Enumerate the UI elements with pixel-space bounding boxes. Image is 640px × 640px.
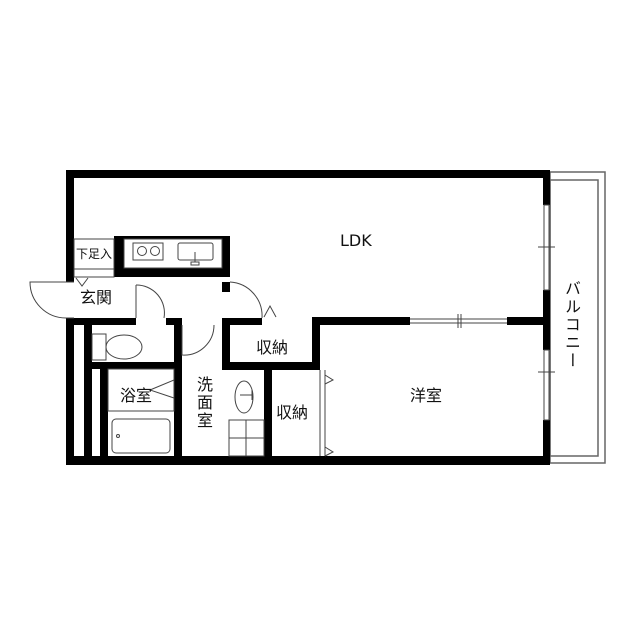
room-label-entrance: 玄関 <box>80 288 113 307</box>
room-label-washroom: 洗面室 <box>194 376 213 430</box>
room-label-storage-1: 収納 <box>256 338 289 357</box>
room-label-bathroom: 浴室 <box>120 386 153 405</box>
room-label-western-room: 洋室 <box>410 386 443 405</box>
room-label-ldk: LDK <box>340 231 372 250</box>
thin-lines <box>29 204 555 457</box>
room-label-storage-2: 収納 <box>276 403 309 422</box>
walls <box>66 170 550 465</box>
room-label-balcony: バルコニー <box>562 280 581 370</box>
room-label-shoe-storage: 下足入 <box>76 247 113 261</box>
